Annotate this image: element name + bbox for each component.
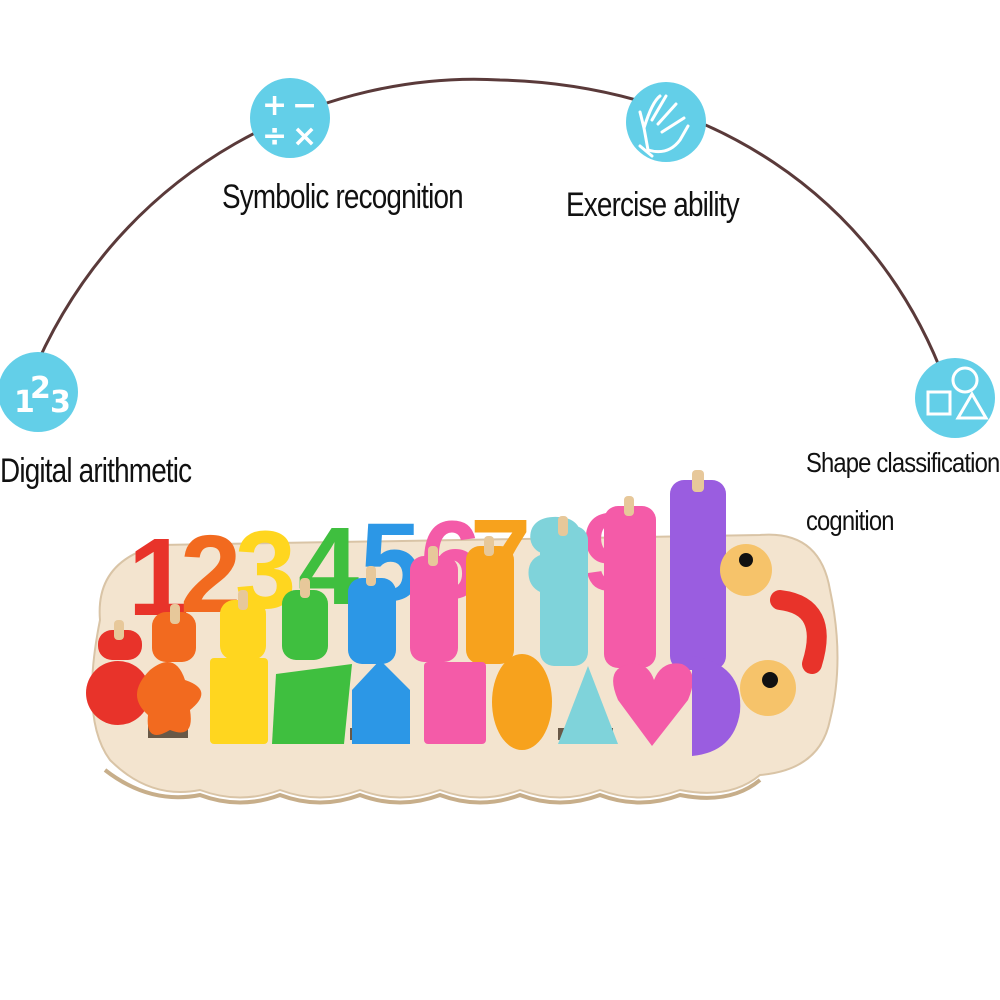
- shape-pieces: [86, 654, 741, 756]
- wooden-toy: 1 2 3 4 5 6 7 8 9: [86, 470, 839, 805]
- caterpillar-face: [720, 544, 827, 716]
- numbers-123-icon: 1 2 3: [0, 352, 78, 432]
- hand-icon: [626, 82, 706, 162]
- label-shape-classification: Shape classification: [806, 447, 1000, 478]
- math-operators-icon: + − ÷ ×: [250, 78, 330, 158]
- label-exercise-ability: Exercise ability: [566, 186, 740, 224]
- ring-stacks: [98, 470, 726, 670]
- badge-multiply: ×: [292, 119, 317, 154]
- feature-arc: [28, 77, 952, 396]
- badge-glyph-2: 2: [30, 371, 51, 406]
- label-digital-arithmetic: Digital arithmetic: [0, 452, 192, 490]
- label-symbolic-recognition: Symbolic recognition: [222, 178, 464, 216]
- badge-glyph-1: 1: [14, 385, 35, 420]
- shapes-icon: [915, 358, 995, 438]
- label-cognition: cognition: [806, 505, 894, 536]
- badge-divide: ÷: [262, 119, 287, 154]
- badge-glyph-3: 3: [50, 385, 71, 420]
- badge-minus: −: [292, 88, 317, 123]
- badge-plus: +: [262, 88, 287, 123]
